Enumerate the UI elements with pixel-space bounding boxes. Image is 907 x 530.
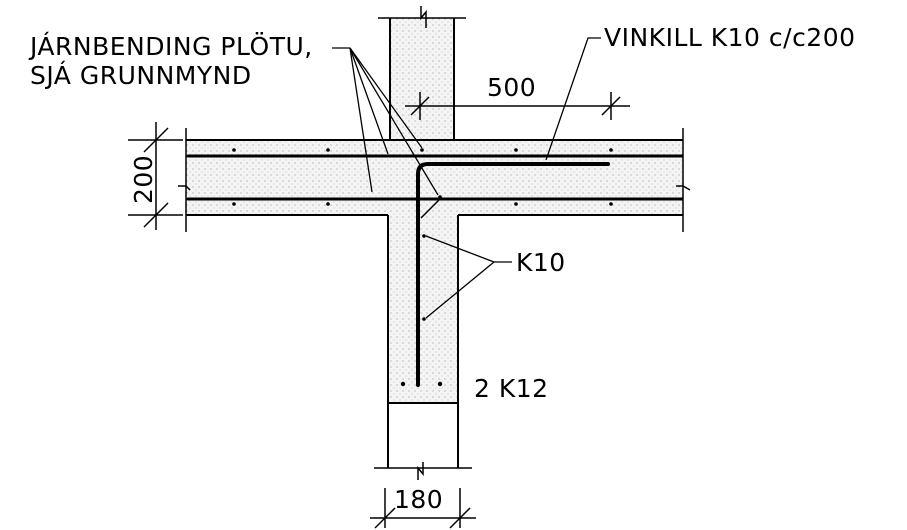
rebar-dots	[232, 148, 613, 387]
rebar-dot	[514, 148, 518, 152]
dim-500-tick-left	[410, 96, 430, 116]
dim-180-tick-left	[374, 507, 396, 529]
k10-leader-1	[425, 235, 495, 263]
labels: JÁRNBENDING PLÖTU, SJÁ GRUNNMYND VINKILL…	[28, 23, 856, 514]
slab-right-break-mark	[676, 185, 691, 191]
rebar-dot	[400, 381, 406, 387]
dim-180-tick-right	[449, 507, 471, 529]
slab-label-leader-4	[349, 47, 439, 196]
rebar-dot	[438, 195, 442, 199]
bottom-bars-label: 2 K12	[474, 374, 549, 403]
dimensions	[128, 92, 630, 529]
slab-left-break-mark	[178, 185, 191, 191]
slab-reinforcement-label-line1: JÁRNBENDING PLÖTU,	[28, 32, 313, 61]
slab-label-leader-3	[349, 47, 423, 149]
angle-bar-leader	[545, 37, 601, 161]
dim-200-tick-top	[143, 127, 169, 153]
leader-lines	[332, 37, 601, 319]
dim-500-tick-right	[601, 96, 621, 116]
rebar-dot	[420, 148, 424, 152]
rebar-dot	[326, 148, 330, 152]
slab-concrete	[186, 140, 683, 215]
slab-reinforcement-label-line2: SJÁ GRUNNMYND	[30, 61, 252, 90]
rebar-dot	[514, 202, 518, 206]
rebar-dot	[232, 202, 236, 206]
rebar-dot	[422, 317, 426, 321]
dim-200-tick-bottom	[143, 202, 169, 228]
junction-tick	[420, 197, 442, 219]
upper-wall-break-mark	[420, 6, 427, 28]
rebar-dot	[326, 202, 330, 206]
rebar-dot	[422, 234, 426, 238]
slab-label-leader-2	[349, 47, 389, 155]
dim-wall-thickness-label: 180	[394, 485, 443, 514]
upper-wall-concrete	[390, 18, 454, 140]
angle-bar-label: VINKILL K10 c/c200	[604, 23, 856, 52]
concrete-outlines	[178, 6, 691, 480]
rebar-dot	[609, 202, 613, 206]
rebar-dot	[437, 381, 443, 387]
rebar-dot	[232, 148, 236, 152]
concrete-sections	[186, 18, 683, 403]
rebar-dot	[609, 148, 613, 152]
lower-wall-break-mark	[417, 462, 424, 480]
k10-leader-2	[425, 261, 495, 319]
wall-bars-label: K10	[516, 248, 566, 277]
dim-slab-thickness-label: 200	[129, 155, 158, 204]
lower-wall-concrete	[388, 215, 458, 403]
slab-label-leader-1	[349, 47, 373, 193]
dim-anchorage-label: 500	[487, 73, 536, 102]
